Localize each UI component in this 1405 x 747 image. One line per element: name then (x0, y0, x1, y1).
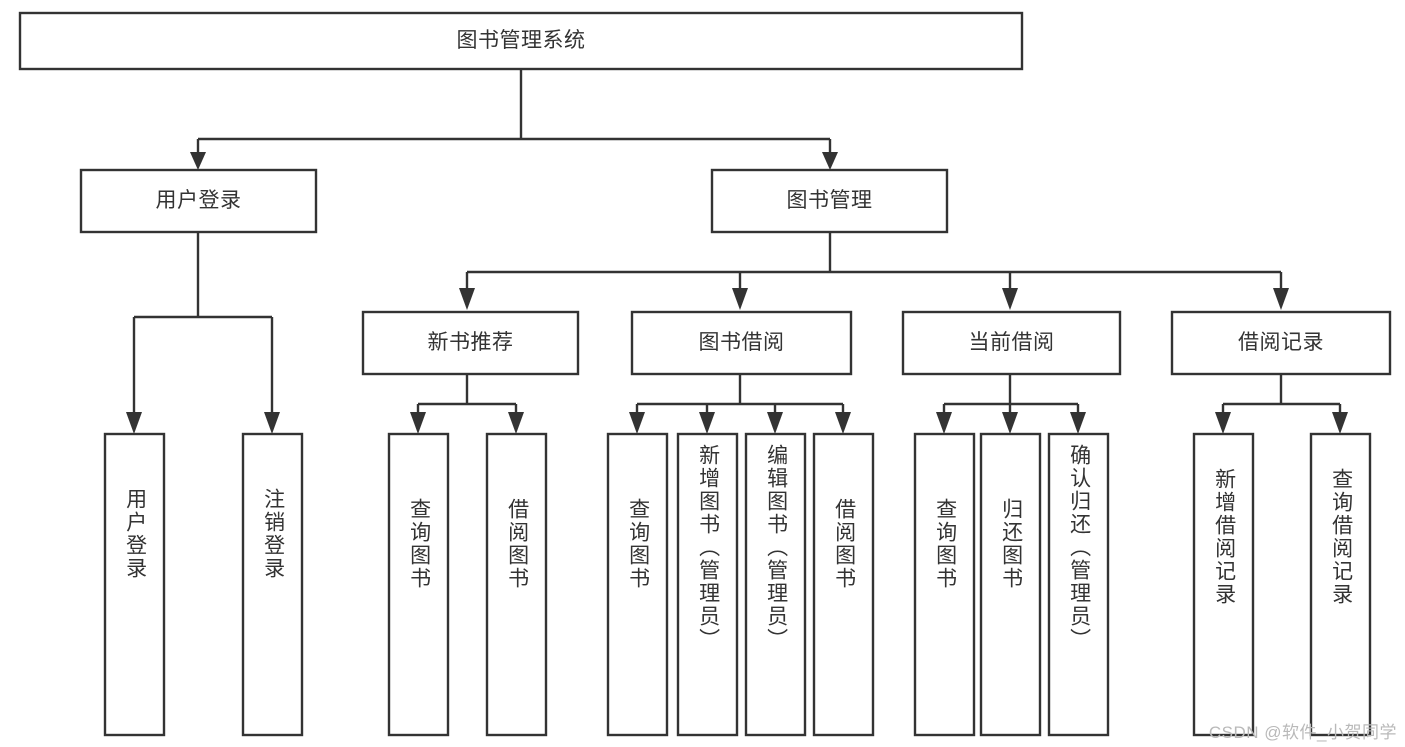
connector-group-userlogin-to-leaves (126, 232, 280, 434)
node-book-borrow-box[interactable] (630, 310, 853, 376)
node-user-login-box[interactable] (79, 168, 318, 234)
node-root-box[interactable] (18, 11, 1024, 71)
leaf-user-login-1-box[interactable] (241, 432, 304, 737)
node-current-borrow-box[interactable] (901, 310, 1122, 376)
node-new-book-recommend-box[interactable] (361, 310, 580, 376)
connector-group-root-to-level1 (190, 69, 838, 170)
leaf-new-book-1-box[interactable] (485, 432, 548, 737)
leaf-user-login-0-box[interactable] (103, 432, 166, 737)
node-book-management-box[interactable] (710, 168, 949, 234)
leaf-book-borrow-2-box[interactable] (744, 432, 807, 737)
connector-group-currentborrow-to-leaves (936, 374, 1086, 434)
leaf-book-borrow-0-box[interactable] (606, 432, 669, 737)
connector-group-bookborrow-to-leaves (629, 374, 851, 434)
connector-group-newbook-to-leaves (410, 374, 524, 434)
leaf-new-book-0-box[interactable] (387, 432, 450, 737)
leaf-current-borrow-2-box[interactable] (1047, 432, 1110, 737)
connector-group-booksmgmt-to-level2 (459, 232, 1289, 310)
leaf-current-borrow-0-box[interactable] (913, 432, 976, 737)
connector-group-borrowrecord-to-leaves (1215, 374, 1348, 434)
leaf-current-borrow-1-box[interactable] (979, 432, 1042, 737)
leaf-book-borrow-1-box[interactable] (676, 432, 739, 737)
leaf-borrow-record-0-box[interactable] (1192, 432, 1255, 737)
node-borrow-record-box[interactable] (1170, 310, 1392, 376)
leaf-borrow-record-1-box[interactable] (1309, 432, 1372, 737)
watermark-text: CSDN @软件_小贺同学 (1208, 723, 1397, 742)
leaf-book-borrow-3-box[interactable] (812, 432, 875, 737)
